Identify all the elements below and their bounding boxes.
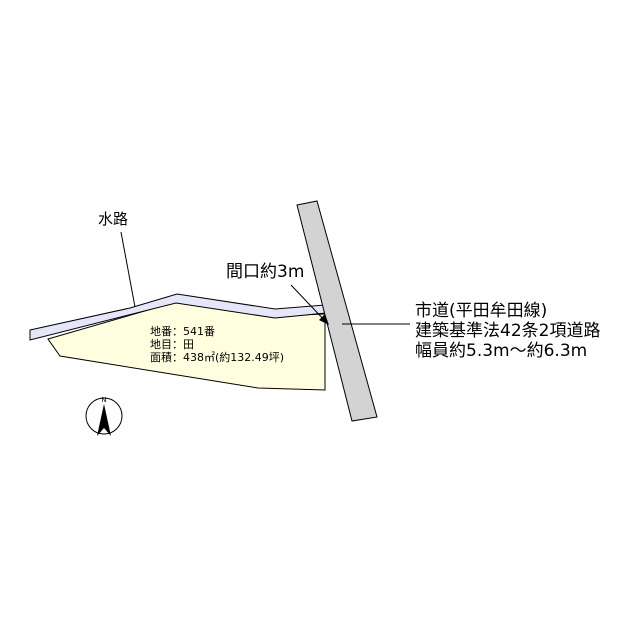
north-compass: N bbox=[85, 396, 123, 436]
area-text: 面積：438㎡(約132.49坪) bbox=[150, 351, 285, 364]
lot-number-text: 地番：541番 bbox=[150, 325, 215, 338]
land-category-text: 地目：田 bbox=[150, 338, 194, 351]
road-name-text: 市道(平田牟田線) bbox=[415, 301, 548, 321]
road-info: 市道(平田牟田線) 建築基準法42条2項道路 幅員約5.3m～約6.3m bbox=[415, 296, 601, 361]
road-law-text: 建築基準法42条2項道路 bbox=[415, 321, 601, 341]
frontage-arrowhead bbox=[319, 314, 329, 325]
parcel-info: 地番：541番 地目：田 面積：438㎡(約132.49坪) bbox=[150, 325, 284, 364]
city-road bbox=[296, 200, 378, 422]
frontage-label: 間口約3m bbox=[226, 262, 305, 282]
frontage-leader-line bbox=[290, 284, 328, 324]
waterway-label: 水路 bbox=[98, 210, 129, 228]
compass-north-label: N bbox=[101, 396, 106, 404]
compass-needle bbox=[97, 404, 111, 436]
road-width-text: 幅員約5.3m～約6.3m bbox=[415, 341, 588, 361]
waterway-leader-line bbox=[120, 231, 136, 308]
compass-ring bbox=[85, 397, 123, 435]
